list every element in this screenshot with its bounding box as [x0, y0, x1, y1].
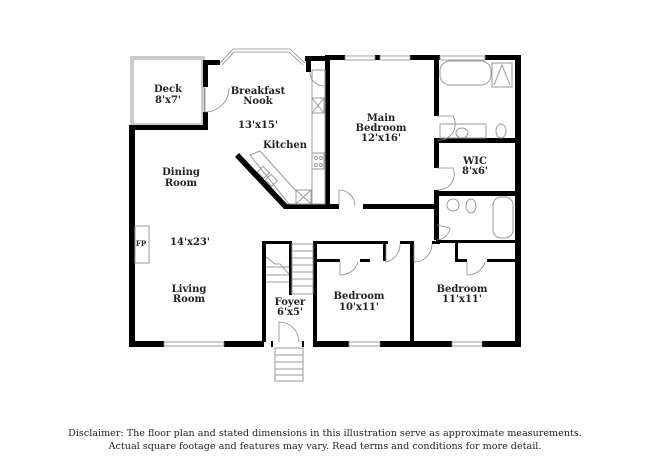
living-room-label-1: Living	[172, 284, 207, 295]
breakfast-nook-dims: 13'x15'	[238, 120, 278, 131]
bedroom-2-label: Bedroom	[334, 291, 385, 302]
disclaimer-line-2: Actual square footage and features may v…	[108, 441, 542, 452]
breakfast-nook-label-1: Breakfast	[231, 86, 286, 97]
dining-room-label-2: Room	[165, 178, 198, 189]
doors	[204, 71, 486, 343]
living-room-dims: 14'x23'	[170, 237, 210, 248]
kitchen-label: Kitchen	[263, 140, 308, 151]
bath-fixtures	[439, 60, 514, 239]
main-bedroom-label-1: Main	[367, 113, 396, 124]
main-bedroom-label-2: Bedroom	[356, 123, 407, 134]
disclaimer-line-1: Disclaimer: The floor plan and stated di…	[68, 428, 582, 439]
main-bedroom-dims: 12'x16'	[361, 133, 401, 144]
deck-dims: 8'x7'	[155, 95, 181, 106]
living-room-label-2: Room	[173, 294, 206, 305]
foyer-label: Foyer	[275, 297, 306, 308]
bedroom-3-label: Bedroom	[437, 284, 488, 295]
breakfast-nook-label-2: Nook	[243, 96, 273, 107]
wic-dims: 8'x6'	[462, 166, 488, 177]
bedroom-3-dims: 11'x11'	[442, 294, 482, 305]
bedroom-2-dims: 10'x11'	[339, 302, 379, 313]
disclaimer: Disclaimer: The floor plan and stated di…	[0, 427, 650, 453]
windows	[163, 48, 486, 347]
fireplace	[134, 225, 150, 264]
kitchen-fixtures	[249, 69, 326, 205]
dining-room-label-1: Dining	[162, 167, 200, 178]
wic-label: WIC	[462, 156, 487, 167]
interior-walls	[235, 56, 519, 343]
deck-label: Deck	[154, 84, 183, 95]
fireplace-label: FP	[136, 239, 147, 248]
exterior-walls	[129, 55, 521, 347]
room-labels: Deck 8'x7' Breakfast Nook 13'x15' Kitche…	[136, 84, 488, 318]
foyer-dims: 6'x5'	[277, 307, 303, 318]
stairs	[265, 243, 314, 382]
